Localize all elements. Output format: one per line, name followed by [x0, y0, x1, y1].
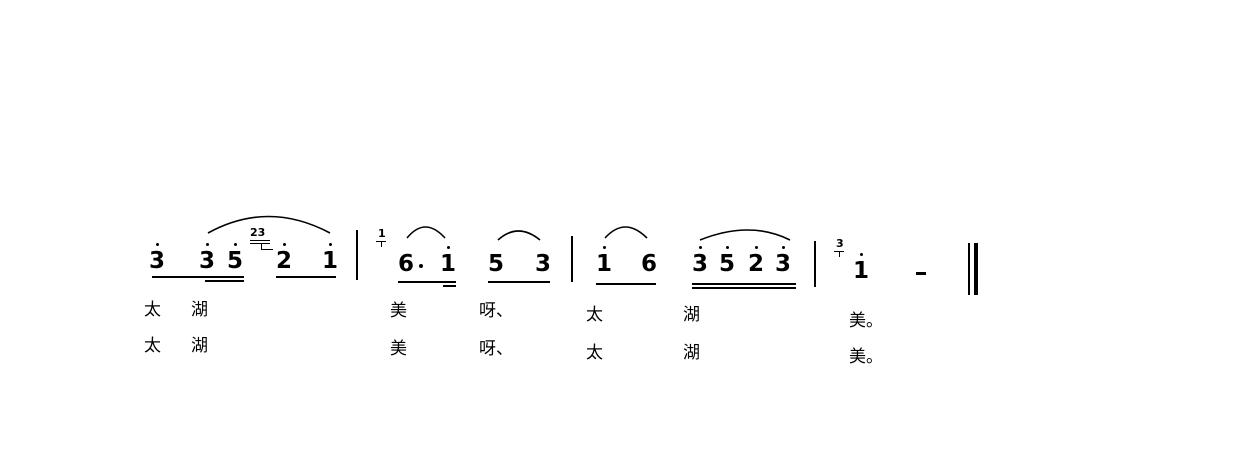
underline-sixteenth: [205, 280, 244, 282]
high-octave-dot: [283, 243, 286, 246]
underline-eighth: [596, 283, 656, 285]
note-digit: 1: [853, 258, 870, 284]
note-digit: 5: [488, 251, 505, 277]
note-digit: 3: [149, 248, 166, 274]
note-m1-1: 3: [149, 243, 166, 274]
grace-stem: [261, 244, 262, 250]
high-octave-dot: [156, 243, 159, 246]
note-m3-2: 6: [641, 252, 657, 276]
lyric-1-4: 呀、: [479, 301, 513, 321]
note-digit: 2: [748, 251, 765, 277]
lyric-1-3: 美: [390, 301, 407, 321]
high-octave-dot: [603, 246, 606, 249]
lyric-1-5: 太: [586, 305, 603, 325]
note-digit: 1: [322, 248, 339, 274]
note-m4-1: 1: [853, 253, 870, 284]
lyric-2-1: 太: [144, 336, 161, 356]
lyric-2-7: 美。: [849, 347, 883, 367]
high-octave-dot: [860, 253, 863, 256]
note-digit: 3: [775, 251, 792, 277]
note-m1-5: 1: [322, 243, 339, 274]
lyric-1-1: 太: [144, 300, 161, 320]
barline: [814, 241, 816, 287]
note-digit: 6: [641, 251, 658, 277]
note-m2-3: 5: [488, 252, 504, 276]
note-m3-1: 1: [596, 246, 613, 277]
note-digit: 5: [227, 248, 244, 274]
high-octave-dot: [782, 246, 785, 249]
grace-note-23: 23: [250, 226, 266, 239]
lyric-2-5: 太: [586, 343, 603, 363]
note-m1-2: 3: [199, 243, 216, 274]
grace-stem: [381, 241, 382, 247]
note-m3-4: 5: [719, 246, 736, 277]
note-m1-3: 5: [227, 243, 244, 274]
note-m2-4: 3: [535, 252, 551, 276]
underline-sixteenth: [443, 285, 456, 287]
note-m2-1: 6: [398, 252, 414, 276]
underline-eighth: [152, 276, 244, 278]
extension-dash: [916, 272, 926, 275]
slur-m2-b: [497, 230, 541, 241]
high-octave-dot: [447, 246, 450, 249]
grace-beam: [250, 240, 270, 241]
high-octave-dot: [206, 243, 209, 246]
note-digit: 3: [199, 248, 216, 274]
note-digit: 6: [398, 251, 415, 277]
note-digit: 1: [440, 251, 457, 277]
underline-eighth: [488, 281, 550, 283]
slur-m3-a: [604, 226, 648, 239]
note-m2-2: 1: [440, 246, 457, 277]
high-octave-dot: [234, 243, 237, 246]
note-m3-3: 3: [692, 246, 709, 277]
lyric-2-3: 美: [390, 339, 407, 359]
lyric-2-2: 湖: [191, 336, 208, 356]
underline-eighth: [276, 276, 336, 278]
final-barline-thick: [974, 243, 978, 295]
high-octave-dot: [755, 246, 758, 249]
note-m1-4: 2: [276, 243, 293, 274]
barline: [356, 230, 358, 280]
slur-m1: [207, 215, 331, 234]
note-m3-5: 2: [748, 246, 765, 277]
lyric-1-2: 湖: [191, 300, 208, 320]
note-digit: 5: [719, 251, 736, 277]
lyric-1-7: 美。: [849, 311, 883, 331]
barline: [571, 236, 573, 282]
high-octave-dot: [329, 243, 332, 246]
lyric-2-4: 呀、: [479, 339, 513, 359]
lyric-1-6: 湖: [683, 305, 700, 325]
high-octave-dot: [726, 246, 729, 249]
underline-eighth: [692, 283, 796, 285]
underline-eighth: [398, 281, 456, 283]
grace-stem: [839, 251, 840, 257]
augmentation-dot: [419, 264, 423, 268]
grace-beam: [250, 243, 270, 244]
grace-note-1: 1: [378, 227, 386, 240]
grace-link: [261, 249, 273, 250]
lyric-2-6: 湖: [683, 343, 700, 363]
note-m3-6: 3: [775, 246, 792, 277]
note-digit: 3: [692, 251, 709, 277]
final-barline-thin: [968, 243, 970, 295]
grace-note-3: 3: [836, 237, 844, 250]
slur-m3-b: [699, 229, 791, 241]
note-digit: 1: [596, 251, 613, 277]
underline-sixteenth: [692, 287, 796, 289]
slur-m2-a: [406, 226, 446, 239]
high-octave-dot: [699, 246, 702, 249]
note-digit: 2: [276, 248, 293, 274]
note-digit: 3: [535, 251, 552, 277]
